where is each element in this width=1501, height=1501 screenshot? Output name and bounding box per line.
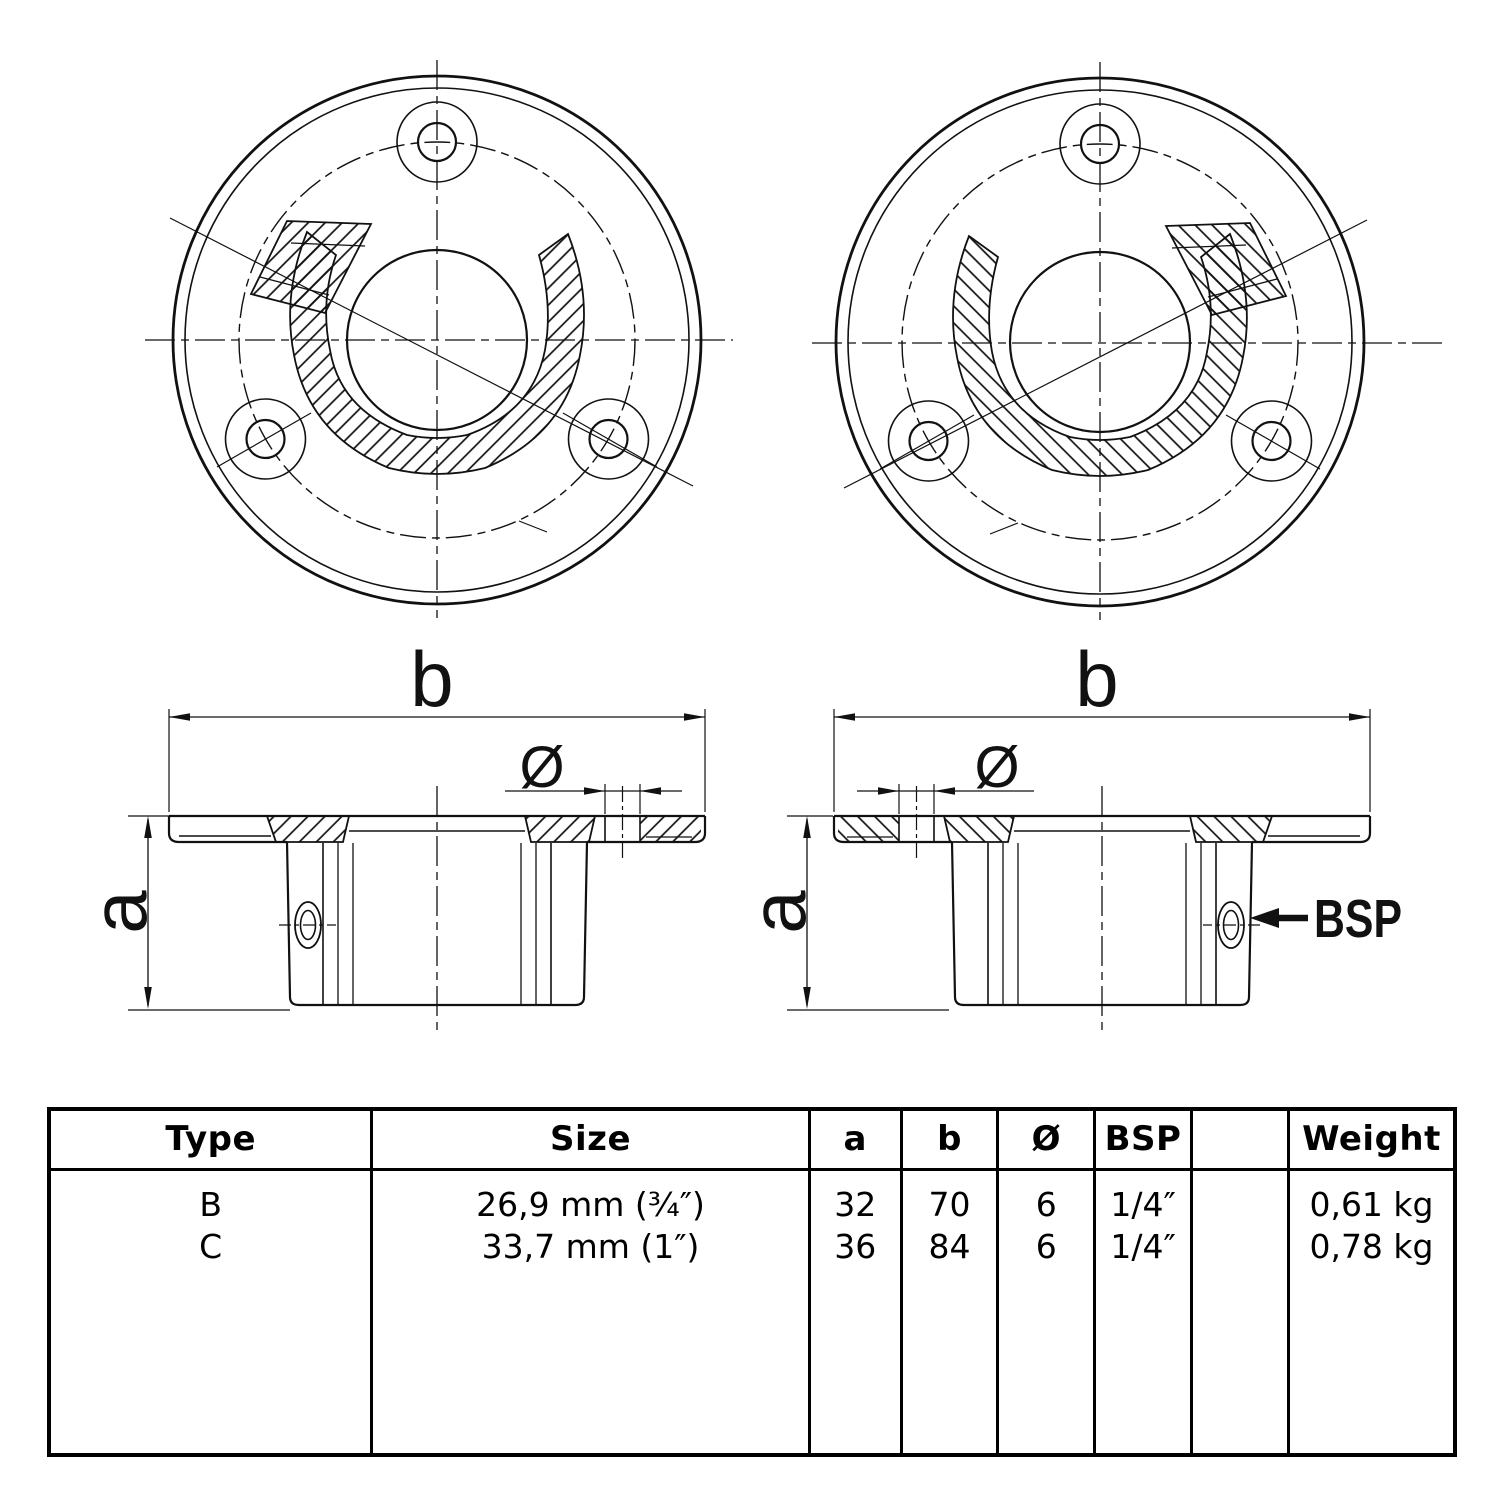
cell-type: C xyxy=(199,1226,223,1266)
cell-diameter: 6 xyxy=(996,1225,1095,1267)
col-header-b: b xyxy=(899,1109,998,1171)
bsp-label: BSP xyxy=(1314,889,1402,949)
cell-blank xyxy=(1189,1183,1289,1225)
dim-label-b: b xyxy=(1075,635,1118,723)
col-header-a: a xyxy=(807,1109,902,1171)
front-view-right xyxy=(812,60,1448,622)
bsp-callout: BSP xyxy=(1250,889,1402,949)
technical-drawing: b Ø a b Ø a BSP xyxy=(75,58,1448,1034)
cell-type: B xyxy=(199,1184,223,1224)
dim-label-diameter: Ø xyxy=(519,735,564,800)
col-header-bsp: BSP xyxy=(1093,1109,1192,1171)
cell-weight: 0,78 kg xyxy=(1286,1225,1455,1267)
cell-size: 33,7 mm (1″) xyxy=(370,1225,810,1267)
cell-bsp: 1/4″ xyxy=(1093,1225,1192,1267)
dim-label-diameter: Ø xyxy=(974,735,1019,800)
spacer-row xyxy=(49,1169,1455,1183)
filler-row xyxy=(49,1267,1455,1455)
dim-label-a: a xyxy=(734,890,822,934)
col-header-weight: Weight xyxy=(1286,1109,1455,1171)
cell-b: 84 xyxy=(899,1225,998,1267)
cell-size: 26,9 mm (¾″) xyxy=(370,1183,810,1225)
spec-row-b: B 26,9 mm (¾″) 32 70 6 1/4″ 0,61 kg xyxy=(49,1183,1455,1225)
dim-label-b: b xyxy=(410,635,453,723)
spec-table: Type Size a b Ø BSP Weight B 26,9 mm (¾″… xyxy=(47,1107,1457,1457)
col-header-blank xyxy=(1189,1109,1289,1171)
cell-blank xyxy=(1189,1225,1289,1267)
col-header-size: Size xyxy=(370,1109,810,1171)
dim-label-a: a xyxy=(75,890,163,934)
spec-row-c: C 33,7 mm (1″) 36 84 6 1/4″ 0,78 kg xyxy=(49,1225,1455,1267)
cell-weight: 0,61 kg xyxy=(1286,1183,1455,1225)
col-header-type: Type xyxy=(49,1109,372,1171)
cell-diameter: 6 xyxy=(996,1183,1095,1225)
col-header-diameter: Ø xyxy=(996,1109,1095,1171)
cell-a: 32 xyxy=(807,1183,902,1225)
front-view-left xyxy=(145,58,733,620)
bsp-arrow-head xyxy=(1250,908,1279,928)
cell-a: 36 xyxy=(807,1225,902,1267)
table-header-row: Type Size a b Ø BSP Weight xyxy=(49,1109,1455,1171)
cell-bsp: 1/4″ xyxy=(1093,1183,1192,1225)
cell-b: 70 xyxy=(899,1183,998,1225)
side-view-right: b Ø a BSP xyxy=(734,635,1402,1034)
side-view-left: b Ø a xyxy=(75,635,707,1034)
